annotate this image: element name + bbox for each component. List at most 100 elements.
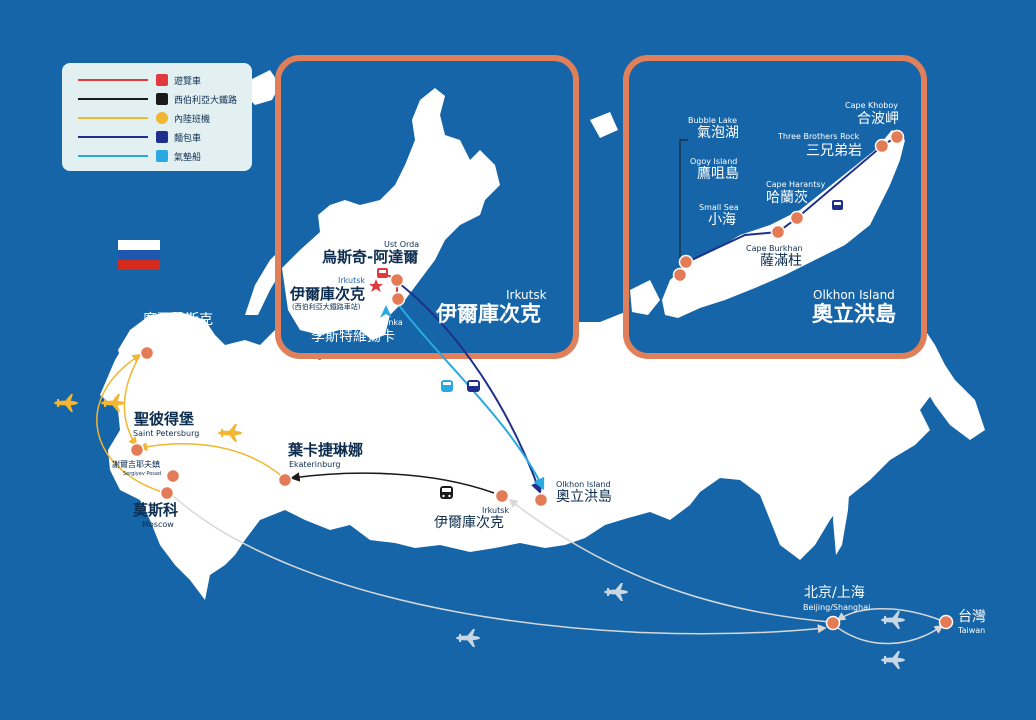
node-khoboy	[889, 129, 905, 145]
label-three-brothers-zh: 三兄弟岩	[806, 143, 862, 159]
legend-row-van: 麵包車	[78, 130, 201, 144]
node-listvyanka	[390, 291, 406, 307]
label-harantsy-en: Cape Harantsy	[766, 180, 826, 189]
plane-icon-6	[881, 611, 905, 629]
kola-peninsula	[118, 312, 215, 375]
label-ekat-en: Ekaterinburg	[289, 460, 341, 469]
node-olkhon	[533, 492, 549, 508]
inset-olkhon-title-zh: 奧立洪島	[812, 302, 896, 326]
plane-icon-1	[54, 394, 78, 412]
listvyanka-arrow-icon	[380, 305, 392, 318]
label-small-sea-zh: 小海	[708, 212, 736, 228]
node-burkhan	[770, 224, 786, 240]
label-stpete-en: Saint Petersburg	[133, 429, 200, 438]
inset-olkhon-title-en: Olkhon Island	[813, 288, 895, 302]
node-three-brothers	[874, 138, 890, 154]
russia-flag	[118, 240, 160, 270]
label-taiwan-zh: 台灣	[958, 609, 986, 625]
olkhon-bracket	[679, 139, 688, 262]
node-small-sea	[672, 267, 688, 283]
label-olkhon-en: Olkhon Island	[556, 480, 611, 489]
label-khoboy-zh: 合波岬	[857, 111, 899, 127]
label-ust-orda-zh: 烏斯奇-阿達爾	[322, 248, 419, 266]
hovercraft-icon	[441, 380, 453, 392]
label-taiwan-en: Taiwan	[958, 626, 986, 635]
train-icon	[156, 93, 168, 105]
inset-olkhon-shore	[630, 280, 660, 315]
label-olkhon-zh: 奧立洪島	[556, 489, 612, 505]
legend-row-hovercraft: 氣墊船	[78, 149, 201, 163]
node-taiwan	[938, 614, 954, 630]
label-stpete-zh: 聖彼得堡	[134, 410, 195, 428]
label-three-brothers-en: Three Brothers Rock	[778, 132, 860, 141]
legend-row-plane: 內陸班機	[78, 111, 210, 125]
label-bubble-lake-en: Bubble Lake	[688, 116, 738, 125]
station-star-icon	[369, 279, 383, 292]
legend-row-bus: 遊覽車	[78, 73, 201, 87]
inset-irkutsk-title-zh: 伊爾庫次克	[436, 302, 541, 326]
label-bubble-lake-zh: 氣泡湖	[697, 125, 739, 141]
label-beijing-zh: 北京/上海	[804, 585, 865, 601]
van-icon-inset	[832, 200, 843, 210]
label-irkutsk-station: (西伯利亞大鐵路車站)	[292, 303, 361, 311]
label-burkhan-en: Cape Burkhan	[746, 244, 803, 253]
node-bubble-lake	[678, 254, 694, 270]
node-harantsy	[789, 210, 805, 226]
flight-ekat-stpete	[138, 442, 285, 479]
label-irkutsk-inset-en: Irkutsk	[338, 276, 366, 285]
node-ust-orda	[389, 272, 405, 288]
node-ekaterinburg	[277, 472, 293, 488]
flight-murmansk-stpete	[123, 354, 141, 447]
node-sergiyev	[165, 468, 181, 484]
hovercraft-icon	[156, 150, 168, 162]
label-harantsy-zh: 哈蘭茨	[766, 190, 808, 206]
label-burkhan-zh: 薩滿柱	[760, 253, 802, 269]
label-irkutsk-inset-zh: 伊爾庫次克	[290, 285, 366, 303]
label-ust-orda-en: Ust Orda	[384, 240, 420, 249]
label-irkutsk-zh: 伊爾庫次克	[434, 515, 504, 531]
plane-icon-5	[456, 629, 480, 647]
label-small-sea-en: Small Sea	[699, 203, 739, 212]
label-murmansk-zh: 摩爾曼斯克	[143, 312, 213, 328]
label-khoboy-en: Cape Khoboy	[845, 101, 898, 110]
label-ogoy-zh: 鷹咀島	[697, 166, 739, 182]
label-listvyanka-zh: 李斯特維揚卡	[311, 329, 395, 345]
railway-route	[290, 472, 495, 494]
label-murmansk-en: Murmansk	[160, 330, 202, 339]
flight-moscow-murmansk	[96, 354, 166, 494]
label-beijing-en: Beijing/Shanghai	[803, 603, 871, 612]
node-irkutsk	[494, 488, 510, 504]
sakhalin	[833, 460, 850, 555]
node-moscow	[159, 485, 175, 501]
label-sergiyev-zh: 謝爾吉耶夫鎮	[112, 460, 160, 469]
legend: 遊覽車 西伯利亞大鐵路 內陸班機 麵包車 氣墊船	[62, 63, 252, 171]
plane-icon	[156, 112, 168, 124]
inset-irkutsk-title-en: Irkutsk	[506, 288, 547, 302]
flight-beijing-taiwan	[837, 624, 944, 645]
bus-icon	[156, 74, 168, 86]
legend-row-train: 西伯利亞大鐵路	[78, 92, 237, 106]
train-icon	[440, 486, 453, 499]
flight-beijing-irkutsk	[508, 498, 831, 623]
van-icon	[467, 380, 480, 392]
label-moscow-zh: 莫斯科	[133, 501, 179, 519]
label-listvyanka-en: Listvyanka	[360, 318, 403, 327]
inset-irkutsk-land	[282, 88, 500, 340]
bus-icon-inset	[377, 268, 388, 278]
plane-icon-7	[881, 651, 905, 669]
label-irkutsk-en: Irkutsk	[482, 506, 510, 515]
plane-icon-4	[604, 583, 628, 601]
kamchatka	[905, 320, 985, 440]
node-stpete	[129, 442, 145, 458]
label-moscow-en: Moscow	[142, 520, 174, 529]
van-icon	[156, 131, 168, 143]
flight-taiwan-beijing	[836, 608, 941, 622]
label-ekat-zh: 葉卡捷琳娜	[288, 441, 364, 459]
label-ogoy-en: Ogoy Island	[690, 157, 738, 166]
node-murmansk	[139, 345, 155, 361]
node-beijing	[825, 615, 841, 631]
label-sergiyev-en: Sergiyev Posad	[123, 471, 162, 477]
label-or: or	[455, 380, 466, 391]
flight-moscow-beijing	[171, 494, 827, 635]
